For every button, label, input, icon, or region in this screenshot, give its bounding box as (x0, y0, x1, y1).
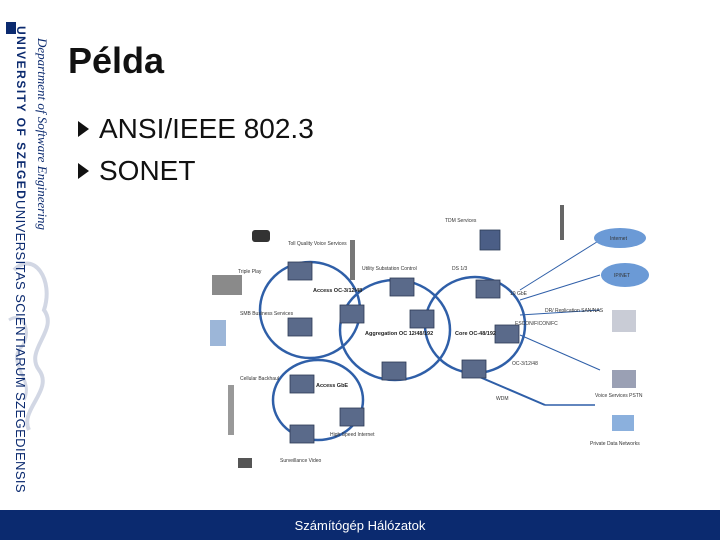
label-ip: IP/NET (614, 273, 630, 279)
label-oc: OC-3/12/48 (512, 361, 538, 367)
private-net-shape (612, 415, 634, 431)
triangle-bullet-icon (78, 121, 89, 137)
label-smb: SMB Business Services (240, 311, 294, 317)
server-shape (210, 320, 226, 346)
internet-cloud (594, 228, 646, 248)
university-logo-square (6, 22, 16, 34)
label-utility: Utility Substation Control (362, 266, 417, 272)
label-escon: ESCON/FICON/FC (515, 321, 558, 327)
university-seal-watermark (8, 261, 50, 431)
label-core: Core OC-48/192 (455, 331, 496, 337)
slide-title: Példa (68, 40, 165, 81)
bullet-text: SONET (99, 155, 196, 186)
triangle-bullet-icon (78, 163, 89, 179)
bullet-item: ANSI/IEEE 802.3 (78, 108, 314, 150)
label-internet: Internet (610, 236, 628, 242)
label-access-gbe: Access GbE (316, 383, 348, 389)
ip-cloud (601, 263, 649, 287)
label-aggregation: Aggregation OC 12/48/192 (365, 331, 433, 337)
footer-bar: Számítógép Hálózatok (0, 510, 720, 540)
label-access-oc: Access OC-3/12/48 (313, 288, 362, 294)
storage-shape (612, 310, 636, 332)
label-ds: DS 1/3 (452, 266, 468, 272)
tdm-antenna (560, 205, 564, 240)
label-private: Private Data Networks (590, 441, 640, 447)
label-triple: Triple Play (238, 269, 262, 275)
label-toll: Toll Quality Voice Services (288, 241, 347, 247)
label-voice: Voice Services PSTN (595, 393, 643, 399)
bullet-list: ANSI/IEEE 802.3 SONET (78, 108, 314, 192)
triple-play-device (212, 275, 242, 295)
department-name: Department of Software Engineering (35, 38, 50, 230)
label-surveillance: Surveillance Video (280, 458, 322, 464)
footer-text: Számítógép Hálózatok (294, 518, 426, 533)
pstn-shape (612, 370, 636, 388)
bullet-item: SONET (78, 150, 314, 192)
label-cellular: Cellular Backhaul (240, 376, 279, 382)
utility-tower (350, 240, 355, 280)
label-10ge: 10 GbE (510, 291, 528, 297)
sidebar: UNIVERSITY OF SZEGED Department of Softw… (0, 0, 60, 493)
label-wdm: WDM (496, 396, 509, 402)
network-diagram: TDM Services Toll Quality Voice Services… (210, 205, 649, 468)
phone-shape (252, 230, 270, 242)
label-high-speed: High Speed Internet (330, 432, 375, 438)
bullet-text: ANSI/IEEE 802.3 (99, 113, 314, 144)
university-name: UNIVERSITY OF SZEGED (14, 26, 28, 201)
label-tdm: TDM Services (445, 218, 477, 224)
camera-shape (238, 458, 252, 468)
tower-shape (228, 385, 234, 435)
label-dr: DR/ Replication SAN/NAS (545, 308, 604, 314)
access-gbe-ring (271, 358, 365, 442)
